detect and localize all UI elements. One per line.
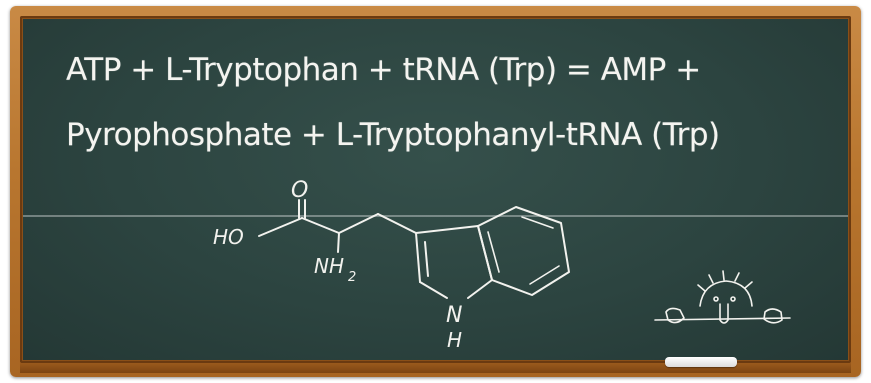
benzene-ring xyxy=(477,206,570,296)
creature-spike-1 xyxy=(697,284,706,292)
chalk-ledge xyxy=(20,363,851,373)
amine-subscript: 2 xyxy=(348,270,356,285)
chalkboard-surface xyxy=(23,19,848,360)
creature-eye-left xyxy=(713,296,719,302)
chalk-stick xyxy=(665,357,737,367)
beta-carbon-bond xyxy=(338,213,379,234)
creature-eye-right xyxy=(730,296,736,302)
ring-nitrogen-label: N xyxy=(446,303,462,328)
ring-link-bond xyxy=(377,213,417,234)
hydroxyl-bond xyxy=(258,217,303,237)
peeking-creature-doodle xyxy=(654,270,791,324)
pyrrole-bond-d xyxy=(415,225,479,234)
alpha-carbon-bond xyxy=(301,217,340,234)
pyrrole-bond-a xyxy=(415,232,421,283)
pyrrole-bond-b xyxy=(419,281,448,299)
equation-line-1: ATP + L-Tryptophan + tRNA (Trp) = AMP + xyxy=(66,52,701,88)
creature-nose xyxy=(719,303,729,324)
hydroxyl-label: HO xyxy=(213,225,244,249)
amine-label: NH xyxy=(314,254,344,278)
creature-spike-4 xyxy=(734,272,740,282)
creature-spike-3 xyxy=(722,270,725,281)
ring-hydrogen-label: H xyxy=(447,328,462,352)
creature-hand-right xyxy=(763,308,783,324)
creature-hand-left xyxy=(665,307,685,324)
benzene-double-bond-2 xyxy=(529,265,560,285)
amine-bond xyxy=(337,232,340,253)
pyrrole-bond-c xyxy=(467,279,493,299)
benzene-double-bond-3 xyxy=(487,231,500,273)
frame-inner-border xyxy=(20,16,851,363)
equation-line-2: Pyrophosphate + L-Tryptophanyl-tRNA (Trp… xyxy=(66,117,720,153)
creature-spike-2 xyxy=(708,274,714,284)
creature-ledge-line xyxy=(654,317,791,321)
oxygen-atom-label: O xyxy=(291,178,308,203)
chalkboard-frame xyxy=(10,6,861,377)
benzene-double-bond-1 xyxy=(521,216,554,229)
creature-head xyxy=(699,280,753,307)
pyrrole-double-bond xyxy=(424,241,429,277)
creature-spike-5 xyxy=(744,281,753,289)
board-seam xyxy=(23,215,848,217)
